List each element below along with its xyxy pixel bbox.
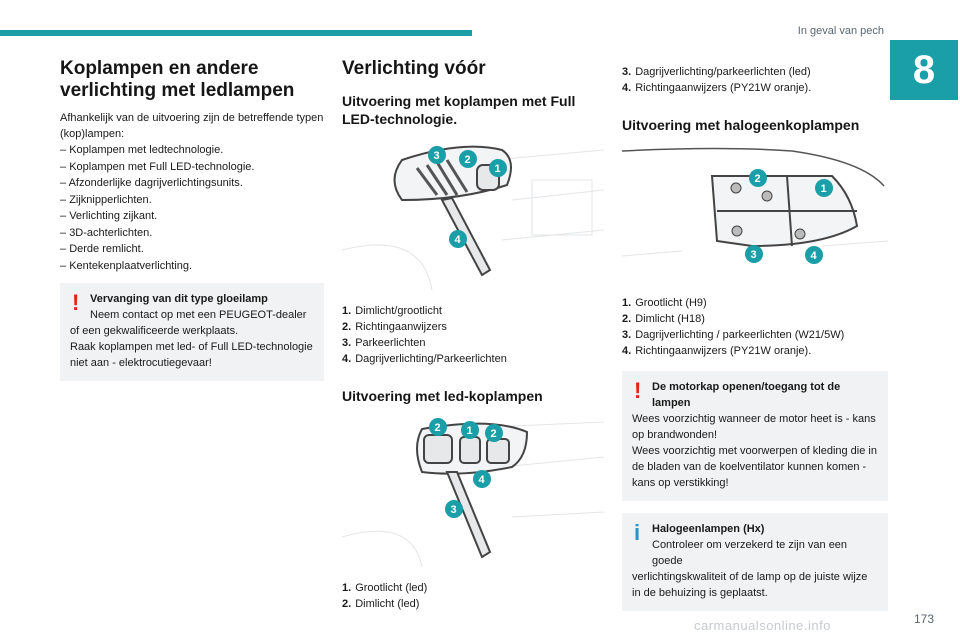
list-item: Zijknipperlichten. — [60, 192, 324, 209]
list-item: 3.Parkeerlichten — [342, 337, 426, 349]
list-item: 3.Dagrijverlichting/parkeerlichten (led) — [622, 66, 811, 78]
svg-text:4: 4 — [479, 474, 486, 486]
led-lamps-intro: Afhankelijk van de uitvoering zijn de be… — [60, 112, 324, 140]
callout-badge-2: 2 — [485, 424, 503, 442]
list-item: 3.Dagrijverlichting / parkeerlichten (W2… — [622, 329, 845, 341]
svg-text:3: 3 — [751, 249, 757, 261]
info-text: verlichtingskwaliteit of de lamp op de j… — [632, 571, 868, 599]
list-item: Verlichting zijkant. — [60, 208, 324, 225]
halogen-subheading: Uitvoering met halogeenkoplampen — [622, 117, 860, 133]
callout-badge-2: 2 — [749, 169, 767, 187]
led-lamps-heading: Koplampen en andere verlichting met ledl… — [60, 58, 295, 101]
warning-text: Neem contact op met een PEUGEOT-dealer — [90, 309, 307, 321]
list-item: 2.Dimlicht (H18) — [622, 313, 705, 325]
list-item: 1.Grootlicht (H9) — [622, 297, 707, 309]
svg-text:3: 3 — [434, 150, 440, 162]
list-item: Derde remlicht. — [60, 241, 324, 258]
full-led-headlamp-illustration: 3 2 1 4 — [341, 145, 605, 291]
warning-text: Raak koplampen met led- of Full LED-tech… — [70, 341, 313, 369]
callout-badge-3: 3 — [428, 146, 446, 164]
svg-text:1: 1 — [495, 163, 501, 175]
info-text: Controleer om verzekerd te zijn van een … — [652, 539, 848, 567]
info-icon: i — [634, 520, 641, 545]
led-parts-list-continued: 3.Dagrijverlichting/parkeerlichten (led)… — [622, 64, 888, 96]
led-headlamp-figure: 2 1 2 4 3 — [341, 417, 605, 572]
column-headlamps-led: Koplampen en andere verlichting met ledl… — [60, 58, 324, 381]
list-item: 3D-achterlichten. — [60, 225, 324, 242]
header-accent-bar — [0, 30, 472, 36]
halogen-parts-list: 1.Grootlicht (H9) 2.Dimlicht (H18) 3.Dag… — [622, 295, 888, 359]
column-front-lighting: Verlichting vóór Uitvoering met koplampe… — [341, 58, 605, 612]
svg-text:2: 2 — [755, 173, 761, 185]
warning-icon: ! — [634, 378, 642, 403]
halogen-headlamp-figure: 2 1 3 4 — [621, 146, 889, 283]
warning-text: Wees voorzichtig met voorwerpen of kledi… — [632, 445, 877, 489]
list-item: 2.Richtingaanwijzers — [342, 321, 447, 333]
svg-text:4: 4 — [455, 234, 462, 246]
chapter-number-tab: 8 — [890, 40, 958, 100]
callout-badge-4: 4 — [449, 230, 467, 248]
svg-text:2: 2 — [491, 428, 497, 440]
callout-badge-2: 2 — [429, 418, 447, 436]
front-lighting-heading: Verlichting vóór — [342, 58, 486, 79]
svg-text:2: 2 — [465, 154, 471, 166]
svg-text:4: 4 — [811, 250, 818, 262]
full-led-headlamp-figure: 3 2 1 4 — [341, 140, 605, 295]
list-item: 4.Dagrijverlichting/Parkeerlichten — [342, 353, 507, 365]
list-item: 4.Richtingaanwijzers (PY21W oranje). — [622, 345, 812, 357]
led-subheading: Uitvoering met led-koplampen — [342, 388, 543, 404]
watermark: carmanualsonline.info — [694, 618, 831, 633]
halogen-info: i Halogeenlampen (Hx) Controleer om verz… — [622, 513, 888, 611]
bulb-replacement-warning: ! Vervanging van dit type gloeilamp Neem… — [60, 283, 324, 381]
list-item: Afzonderlijke dagrijverlichtingsunits. — [60, 175, 324, 192]
list-item: 1.Grootlicht (led) — [342, 582, 428, 594]
svg-text:1: 1 — [467, 425, 473, 437]
full-led-parts-list: 1.Dimlicht/grootlicht 2.Richtingaanwijze… — [342, 303, 604, 367]
warning-text: Wees voorzichtig wanneer de motor heet i… — [632, 413, 876, 441]
info-title: Halogeenlampen (Hx) — [652, 523, 765, 535]
callout-badge-2: 2 — [459, 150, 477, 168]
section-title: In geval van pech — [797, 25, 884, 37]
svg-text:2: 2 — [435, 422, 441, 434]
warning-icon: ! — [72, 290, 80, 315]
callout-badge-3: 3 — [445, 500, 463, 518]
svg-text:1: 1 — [821, 183, 827, 195]
warning-title: Vervanging van dit type gloeilamp — [90, 293, 268, 305]
led-headlamp-illustration: 2 1 2 4 3 — [341, 418, 605, 568]
list-item: Kentekenplaatverlichting. — [60, 258, 324, 275]
callout-badge-4: 4 — [473, 470, 491, 488]
halogen-headlamp-illustration: 2 1 3 4 — [621, 147, 889, 264]
callout-badge-1: 1 — [815, 179, 833, 197]
warning-title: De motorkap openen/toegang tot de lampen — [652, 381, 841, 409]
callout-badge-4: 4 — [805, 246, 823, 264]
callout-badge-1: 1 — [461, 421, 479, 439]
list-item: 1.Dimlicht/grootlicht — [342, 305, 442, 317]
callout-badge-1: 1 — [489, 159, 507, 177]
svg-text:3: 3 — [451, 504, 457, 516]
full-led-subheading: Uitvoering met koplampen met Full LED-te… — [342, 93, 576, 127]
callout-badge-3: 3 — [745, 245, 763, 263]
warning-text: of een gekwalificeerde werkplaats. — [70, 325, 239, 337]
bonnet-warning: ! De motorkap openen/toegang tot de lamp… — [622, 371, 888, 501]
list-item: Koplampen met Full LED-technologie. — [60, 159, 324, 176]
led-parts-list: 1.Grootlicht (led) 2.Dimlicht (led) — [342, 580, 604, 612]
page-number: 173 — [914, 612, 935, 626]
list-item: Koplampen met ledtechnologie. — [60, 142, 324, 159]
column-halogen: 3.Dagrijverlichting/parkeerlichten (led)… — [621, 64, 889, 611]
list-item: 4.Richtingaanwijzers (PY21W oranje). — [622, 82, 812, 94]
lamp-types-list: Koplampen met ledtechnologie. Koplampen … — [60, 142, 324, 274]
list-item: 2.Dimlicht (led) — [342, 598, 420, 610]
